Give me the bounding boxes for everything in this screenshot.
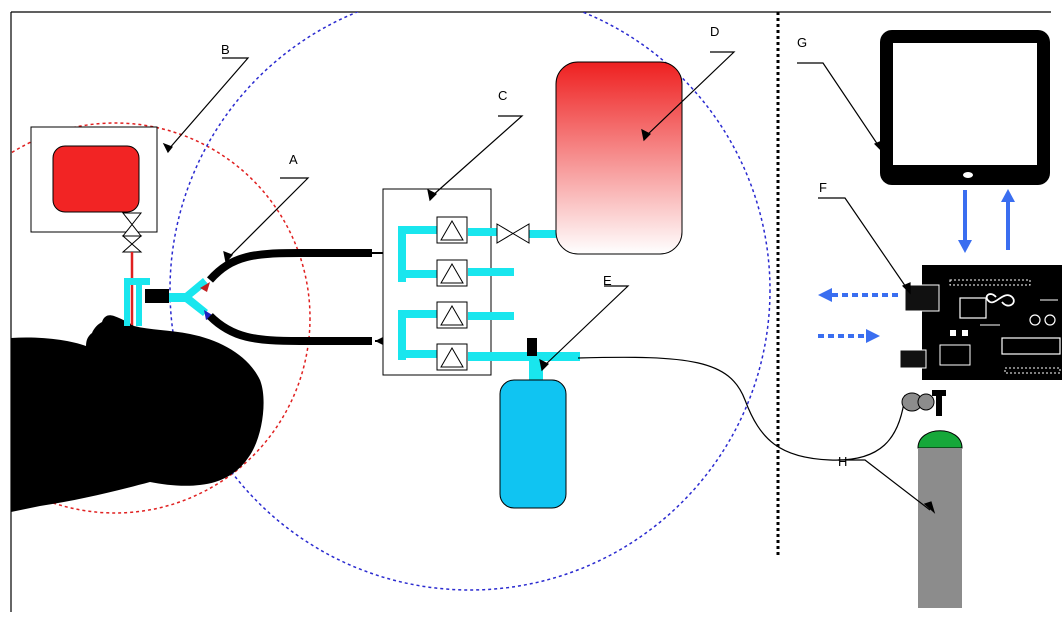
arduino-board-icon: [899, 265, 1062, 380]
absorber-cap: [527, 338, 537, 356]
anesthetic-reservoir-icon: [555, 61, 683, 255]
label-g: G: [797, 35, 807, 50]
y-connector-block: [145, 289, 169, 303]
reservoir-valve-icon: [496, 223, 530, 244]
gas-cylinder-icon: [901, 390, 963, 608]
co2-absorber-icon: [499, 379, 567, 509]
label-h: H: [838, 454, 847, 469]
patient-connector-tubing: [124, 278, 150, 326]
label-a: A: [289, 152, 298, 167]
red-zone-circle: [11, 122, 311, 514]
label-d: D: [710, 24, 719, 39]
bag-valve-icon: [121, 212, 143, 253]
inspiratory-hose: [206, 249, 372, 283]
label-b: B: [221, 42, 230, 57]
inspiratory-valve-mark: [200, 282, 210, 292]
flow-sensor-icon: [436, 216, 468, 371]
label-f: F: [819, 180, 827, 195]
label-c: C: [498, 88, 507, 103]
y-piece: [169, 278, 208, 316]
gas-supply-line: [577, 356, 906, 461]
tablet-icon: [880, 30, 1050, 185]
expiratory-valve-mark: [204, 310, 214, 320]
data-link-arrows: [818, 189, 1015, 343]
reservoir-bag-icon: [52, 145, 140, 213]
patient-silhouette-icon: [11, 315, 264, 512]
expiratory-hose: [207, 313, 372, 345]
label-e: E: [603, 273, 612, 288]
leader-lines: [162, 51, 936, 514]
manifold-tubing: [398, 226, 580, 361]
blue-zone-circle: [169, 12, 771, 591]
